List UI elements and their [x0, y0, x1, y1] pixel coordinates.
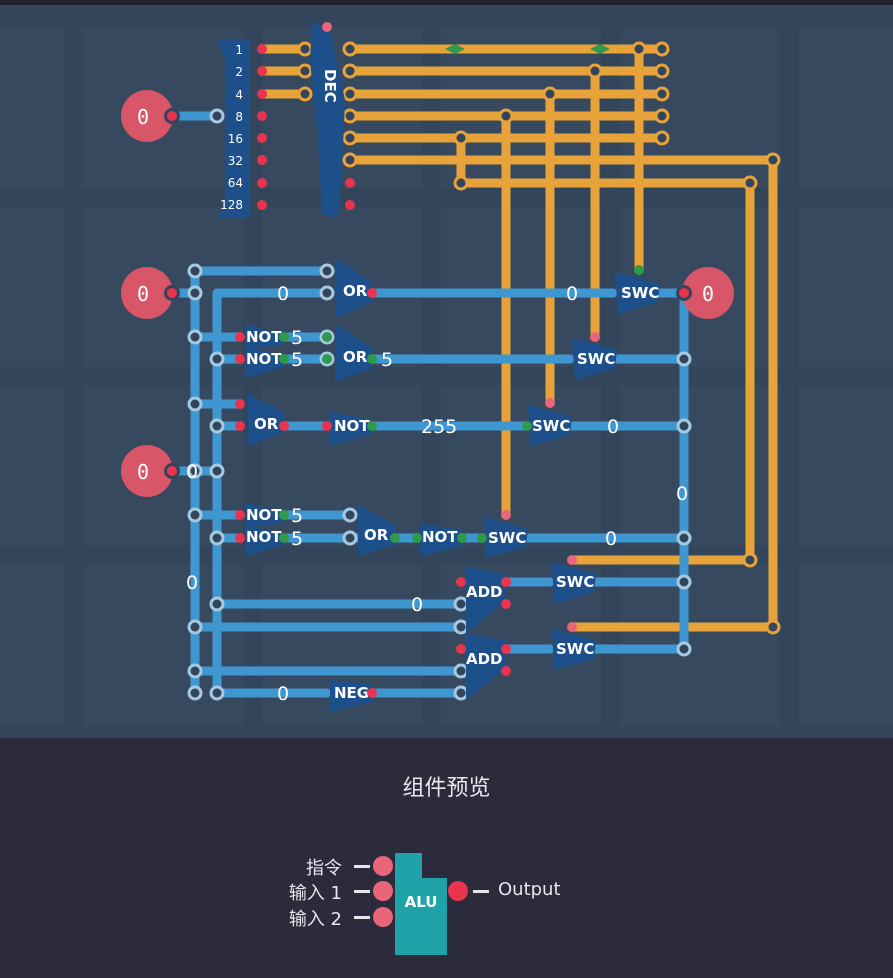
switch-1[interactable]: SWC	[615, 265, 660, 314]
output-value: 0	[702, 282, 714, 306]
pin-label-output: Output	[498, 879, 561, 900]
bit-label-4: 4	[235, 88, 243, 102]
dec-input-block[interactable]: 0	[121, 90, 180, 142]
switch-3-label: SWC	[532, 417, 570, 435]
alu-component-label: ALU	[404, 893, 438, 911]
pin-label-instruction: 指令	[306, 858, 342, 879]
wire-value-or2-out: 5	[381, 349, 393, 371]
switch-1-label: SWC	[621, 284, 659, 302]
wire-value-or-top-in: 0	[277, 283, 289, 305]
bit-label-1: 1	[235, 43, 243, 57]
wire-value-swc1-in: 0	[566, 283, 578, 305]
wire-value-neg-in: 0	[277, 683, 289, 705]
gate-or-2-label: OR	[343, 348, 368, 366]
wire-value-swc3-out: 0	[607, 416, 619, 438]
gate-neg[interactable]: NEG	[330, 680, 377, 712]
gate-not-1a[interactable]: NOT	[235, 324, 289, 350]
bit-label-8: 8	[235, 110, 243, 124]
pin-label-input-2: 输入 2	[288, 909, 342, 930]
wire-value-bus-right: 0	[676, 483, 688, 505]
wire-value-not4a-out: 5	[291, 505, 303, 527]
gate-or-3[interactable]: OR	[235, 394, 289, 446]
gate-or-4-label: OR	[364, 526, 389, 544]
wire-value-not1a-out: 5	[291, 327, 303, 349]
bit-label-64: 64	[228, 176, 243, 190]
gate-or-3-label: OR	[254, 415, 279, 433]
gate-add-1-label: ADD	[466, 583, 503, 601]
bit-label-16: 16	[228, 132, 243, 146]
gate-or-top-label: OR	[343, 282, 368, 300]
switch-5-label: SWC	[556, 573, 594, 591]
pin-dash-input-1	[354, 890, 370, 893]
wire-value-swc4-out: 0	[605, 528, 617, 550]
switch-2[interactable]: SWC	[572, 332, 617, 380]
input-1-block[interactable]: 0	[121, 267, 180, 319]
pin-dash-input-2	[354, 916, 370, 919]
pin-output	[448, 881, 468, 901]
decoder-label: DEC	[321, 69, 339, 103]
input-2-value: 0	[137, 460, 149, 484]
pin-input-2	[373, 907, 393, 927]
wire-value-not1b-out: 5	[291, 349, 303, 371]
wire-value-in2-branch: 0	[186, 461, 198, 483]
pin-input-1	[373, 881, 393, 901]
gate-not-4b-label: NOT	[246, 528, 282, 546]
byte-splitter[interactable]: 1 2 4 8 16 32 64 128	[218, 40, 267, 218]
bit-label-2: 2	[235, 65, 243, 79]
gate-or-2[interactable]: OR	[322, 324, 377, 382]
gate-not-1a-label: NOT	[246, 328, 282, 346]
gate-not-3-label: NOT	[334, 417, 370, 435]
bit-label-32: 32	[228, 154, 243, 168]
gate-not-3[interactable]: NOT	[322, 412, 377, 446]
wire-value-bus-left: 0	[186, 572, 198, 594]
gate-not-4c[interactable]: NOT	[412, 524, 467, 556]
input-1-value: 0	[137, 282, 149, 306]
decoder[interactable]: DEC	[310, 22, 355, 218]
wire-value-add1-in: 0	[411, 594, 423, 616]
orange-nodes	[297, 41, 781, 635]
switch-6[interactable]: SWC	[552, 622, 596, 670]
pin-dash-instruction	[354, 865, 370, 868]
pin-dash-output	[473, 890, 489, 893]
gate-not-1b-label: NOT	[246, 350, 282, 368]
circuit-canvas[interactable]: 0 0 0 0 1 2 4 8 16 32 64	[0, 0, 893, 738]
switch-2-label: SWC	[577, 350, 615, 368]
circuit-diagram[interactable]: 0 0 0 0 1 2 4 8 16 32 64	[0, 0, 893, 738]
bit-label-128: 128	[220, 198, 243, 212]
gate-not-4a-label: NOT	[246, 506, 282, 524]
top-bar	[0, 0, 893, 5]
alu-component-notch	[422, 853, 447, 878]
switch-6-label: SWC	[556, 640, 594, 658]
input-2-block[interactable]: 0	[121, 445, 180, 497]
wire-value-not3-out: 255	[421, 416, 457, 438]
component-preview-panel: 组件预览 指令 输入 1 输入 2 ALU Output	[0, 738, 893, 978]
gate-or-4[interactable]: OR	[358, 505, 400, 556]
gate-add-2-label: ADD	[466, 650, 503, 668]
switch-3[interactable]: SWC	[522, 398, 572, 446]
gate-add-2[interactable]: ADD	[456, 634, 511, 700]
switch-4[interactable]: SWC	[477, 510, 528, 558]
preview-title: 组件预览	[402, 776, 491, 801]
gate-neg-label: NEG	[334, 684, 369, 702]
green-markers	[445, 44, 610, 54]
wire-value-not4b-out: 5	[291, 528, 303, 550]
gate-add-1[interactable]: ADD	[456, 567, 511, 634]
gate-not-4b[interactable]: NOT	[235, 524, 289, 556]
gate-not-4c-label: NOT	[422, 528, 458, 546]
output-block[interactable]: 0	[676, 267, 734, 319]
dec-input-value: 0	[137, 105, 149, 129]
switch-4-label: SWC	[488, 529, 526, 547]
switch-5[interactable]: SWC	[552, 555, 596, 604]
gate-not-4a[interactable]: NOT	[235, 502, 289, 528]
pin-label-input-1: 输入 1	[288, 883, 342, 904]
pin-instruction	[373, 856, 393, 876]
gate-not-1b[interactable]: NOT	[235, 346, 289, 378]
gate-or-top[interactable]: OR	[335, 258, 377, 318]
